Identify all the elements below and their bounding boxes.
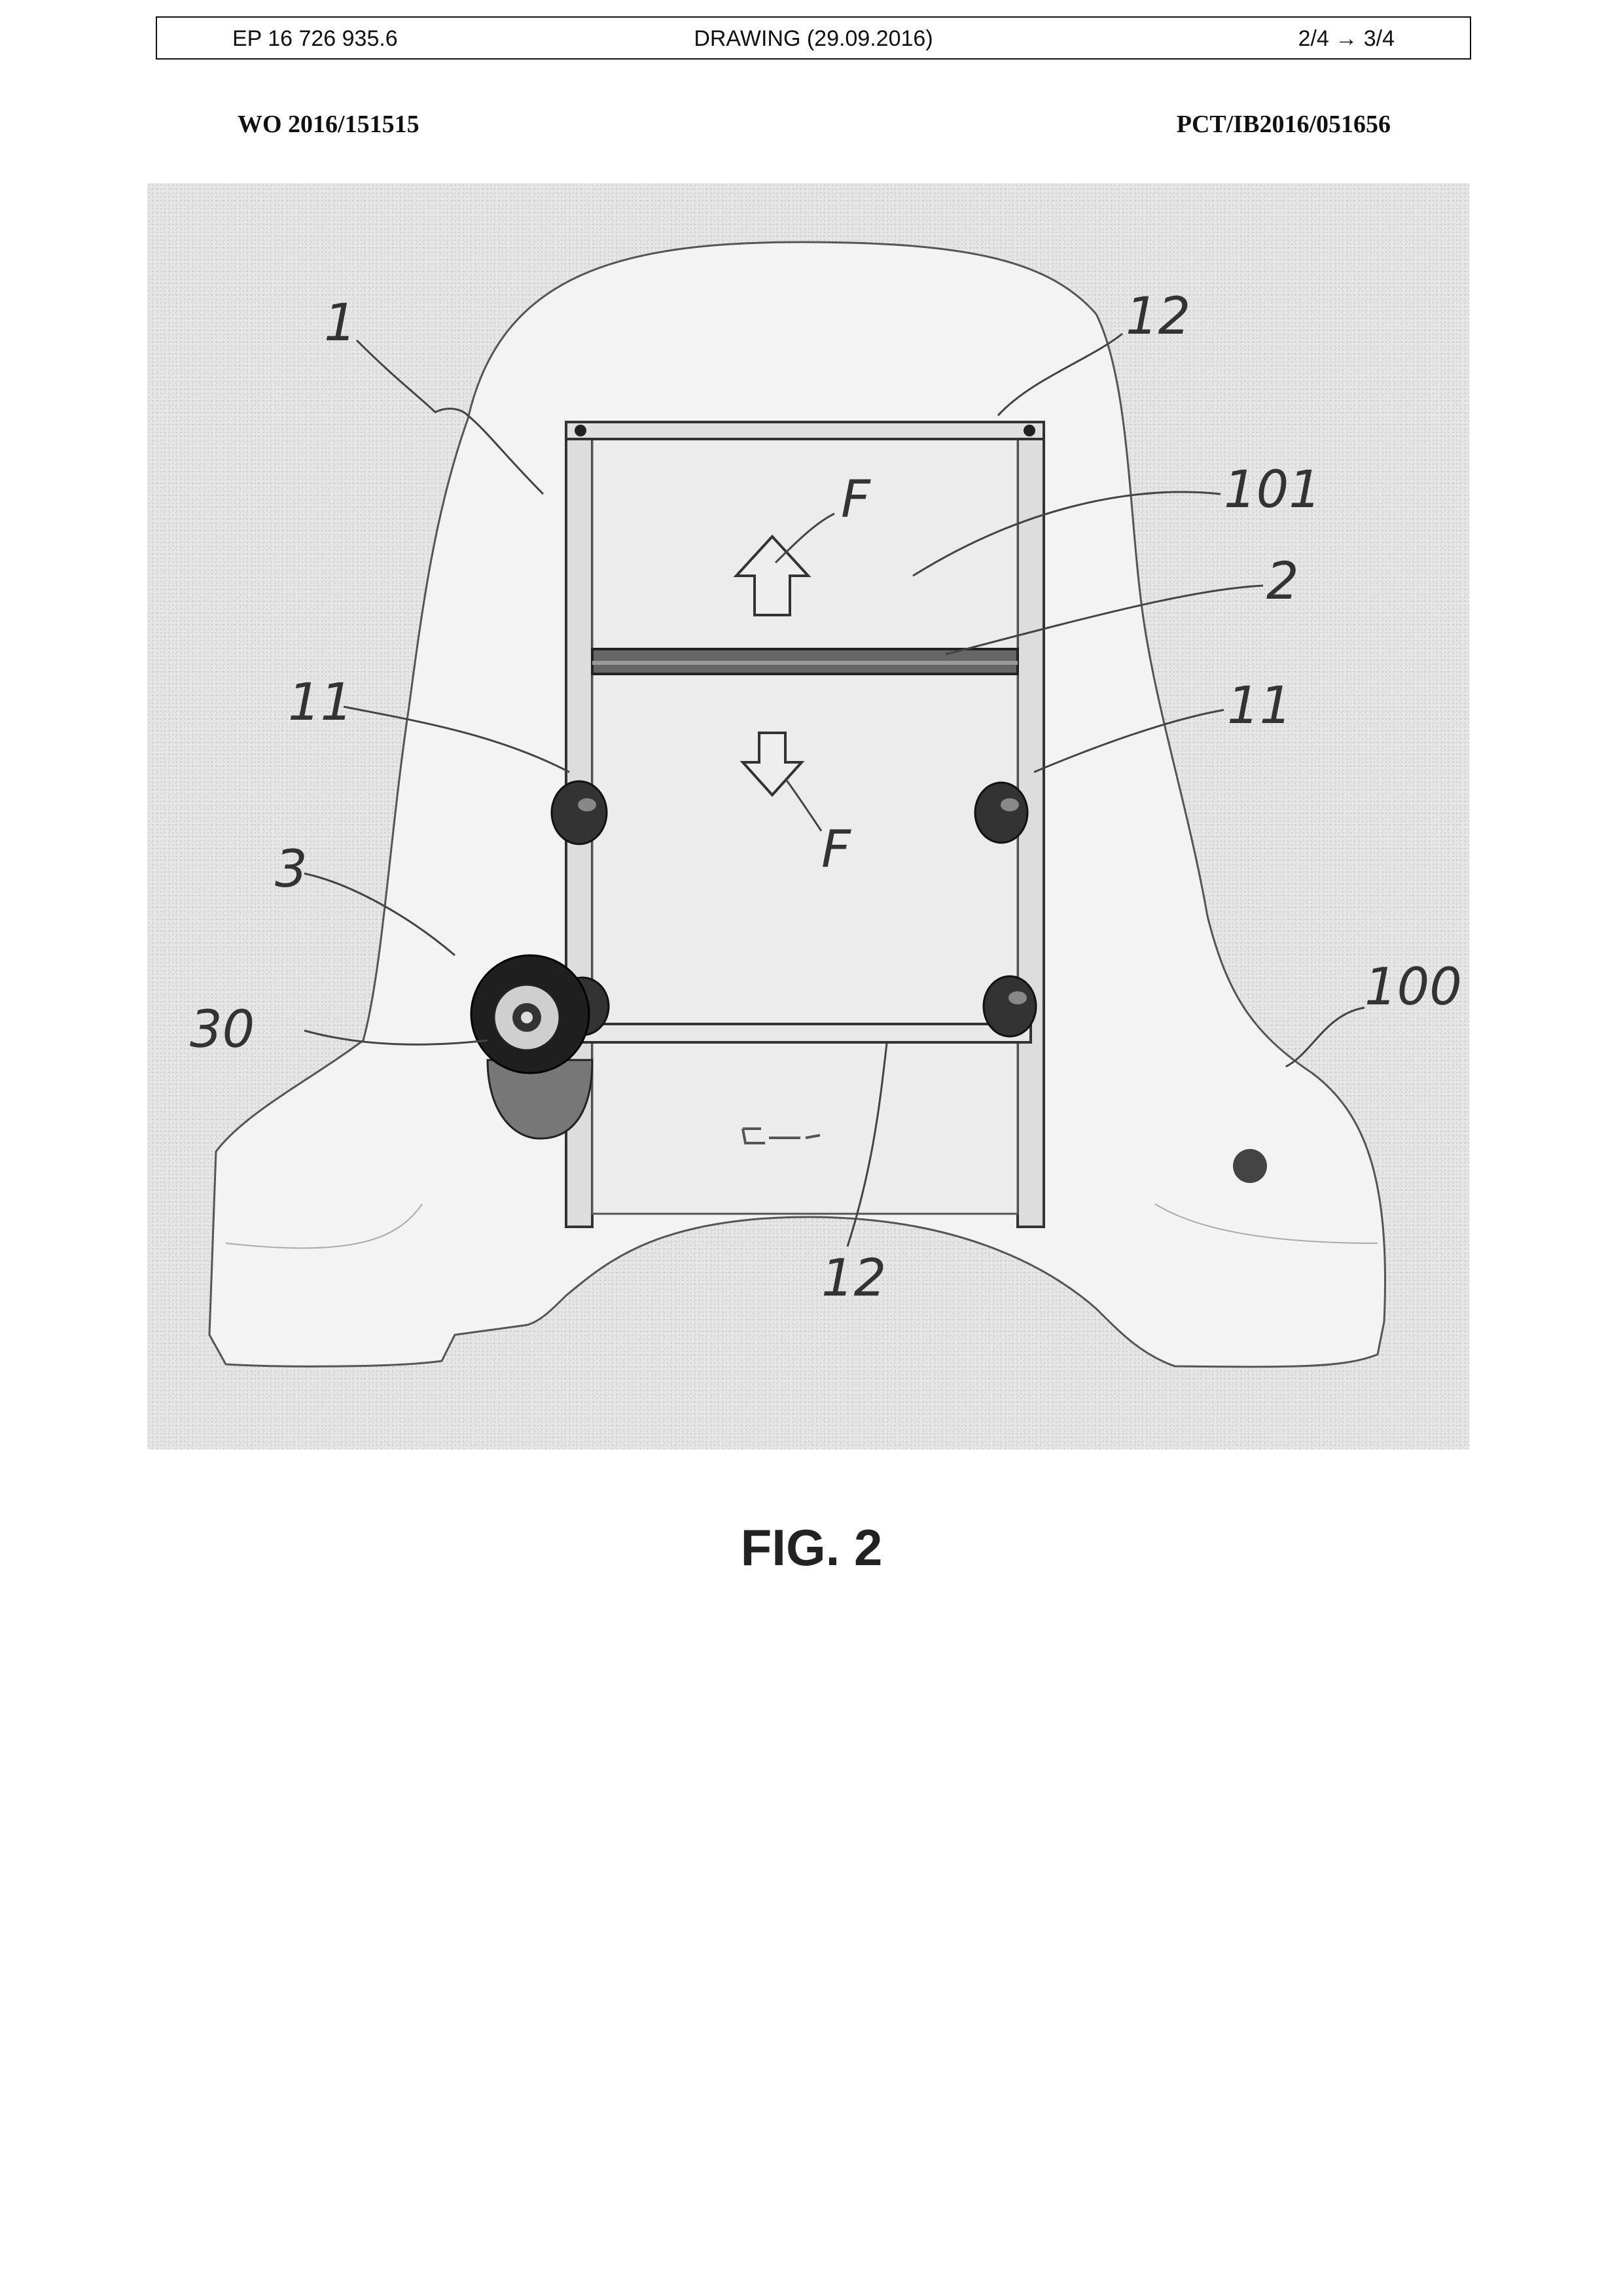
- label-top-crossbar: 12: [1126, 287, 1190, 346]
- arrow-down-icon: [740, 732, 805, 797]
- application-number: EP 16 726 935.6: [232, 26, 398, 51]
- label-frame: 1: [324, 294, 357, 353]
- left-upper-clamp: [550, 780, 608, 845]
- label-arrow-up: F: [841, 470, 871, 529]
- arrow-up-icon: [733, 535, 812, 616]
- right-lower-clamp: [982, 975, 1037, 1038]
- patent-drawing: 1 12 101 F 2 11 11 F 3 30 100 12: [147, 183, 1469, 1449]
- brand-mark: [741, 1127, 821, 1144]
- page-indicator: 2/4 → 3/4: [1298, 26, 1395, 51]
- right-upper-clamp: [974, 781, 1029, 844]
- pct-application-number: PCT/IB2016/051656: [1176, 111, 1391, 138]
- mounting-hole: [1233, 1149, 1267, 1183]
- top-crossbar: [565, 421, 1045, 440]
- actuator-base: [486, 1059, 594, 1140]
- label-knob: 30: [190, 1000, 255, 1059]
- drawing-canvas: 1 12 101 F 2 11 11 F 3 30 100 12: [190, 241, 1462, 1368]
- wo-publication-number: WO 2016/151515: [238, 111, 419, 138]
- label-bottom-crossbar: 12: [821, 1249, 886, 1308]
- label-arrow-down: F: [821, 821, 851, 879]
- label-actuator: 3: [275, 840, 308, 899]
- figure-caption: FIG. 2: [740, 1519, 883, 1576]
- label-panel: 101: [1224, 461, 1321, 520]
- label-slider-bar: 2: [1266, 552, 1299, 611]
- label-right-guide: 11: [1227, 677, 1292, 735]
- document-header: EP 16 726 935.6 DRAWING (29.09.2016) 2/4…: [156, 16, 1471, 60]
- label-windscreen: 100: [1364, 958, 1462, 1017]
- bottom-crossbar: [578, 1023, 1032, 1044]
- document-type: DRAWING (29.09.2016): [694, 26, 933, 51]
- label-left-guide: 11: [288, 673, 353, 732]
